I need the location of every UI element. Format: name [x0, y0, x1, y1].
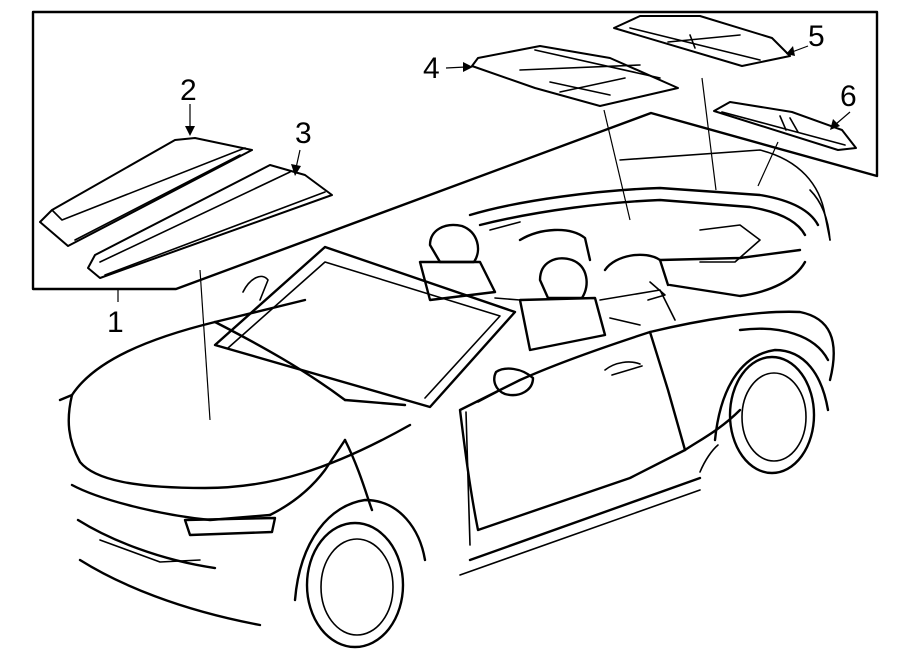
car-body: [58, 149, 835, 649]
callout-5: 5: [808, 20, 825, 53]
part-6-trim: [713, 101, 857, 151]
callout-3: 3: [295, 117, 312, 150]
part-2-roof-panel: [39, 137, 253, 247]
callout-4: 4: [423, 52, 440, 85]
callout-2: 2: [180, 74, 197, 107]
parts-group-box: [31, 10, 879, 291]
leader-lines: [117, 45, 851, 421]
part-5-roof-panel: [613, 15, 791, 67]
part-4-headliner: [471, 45, 679, 107]
callout-1: 1: [107, 306, 124, 339]
part-3-roof-panel: [87, 164, 333, 279]
callout-6: 6: [840, 80, 857, 113]
